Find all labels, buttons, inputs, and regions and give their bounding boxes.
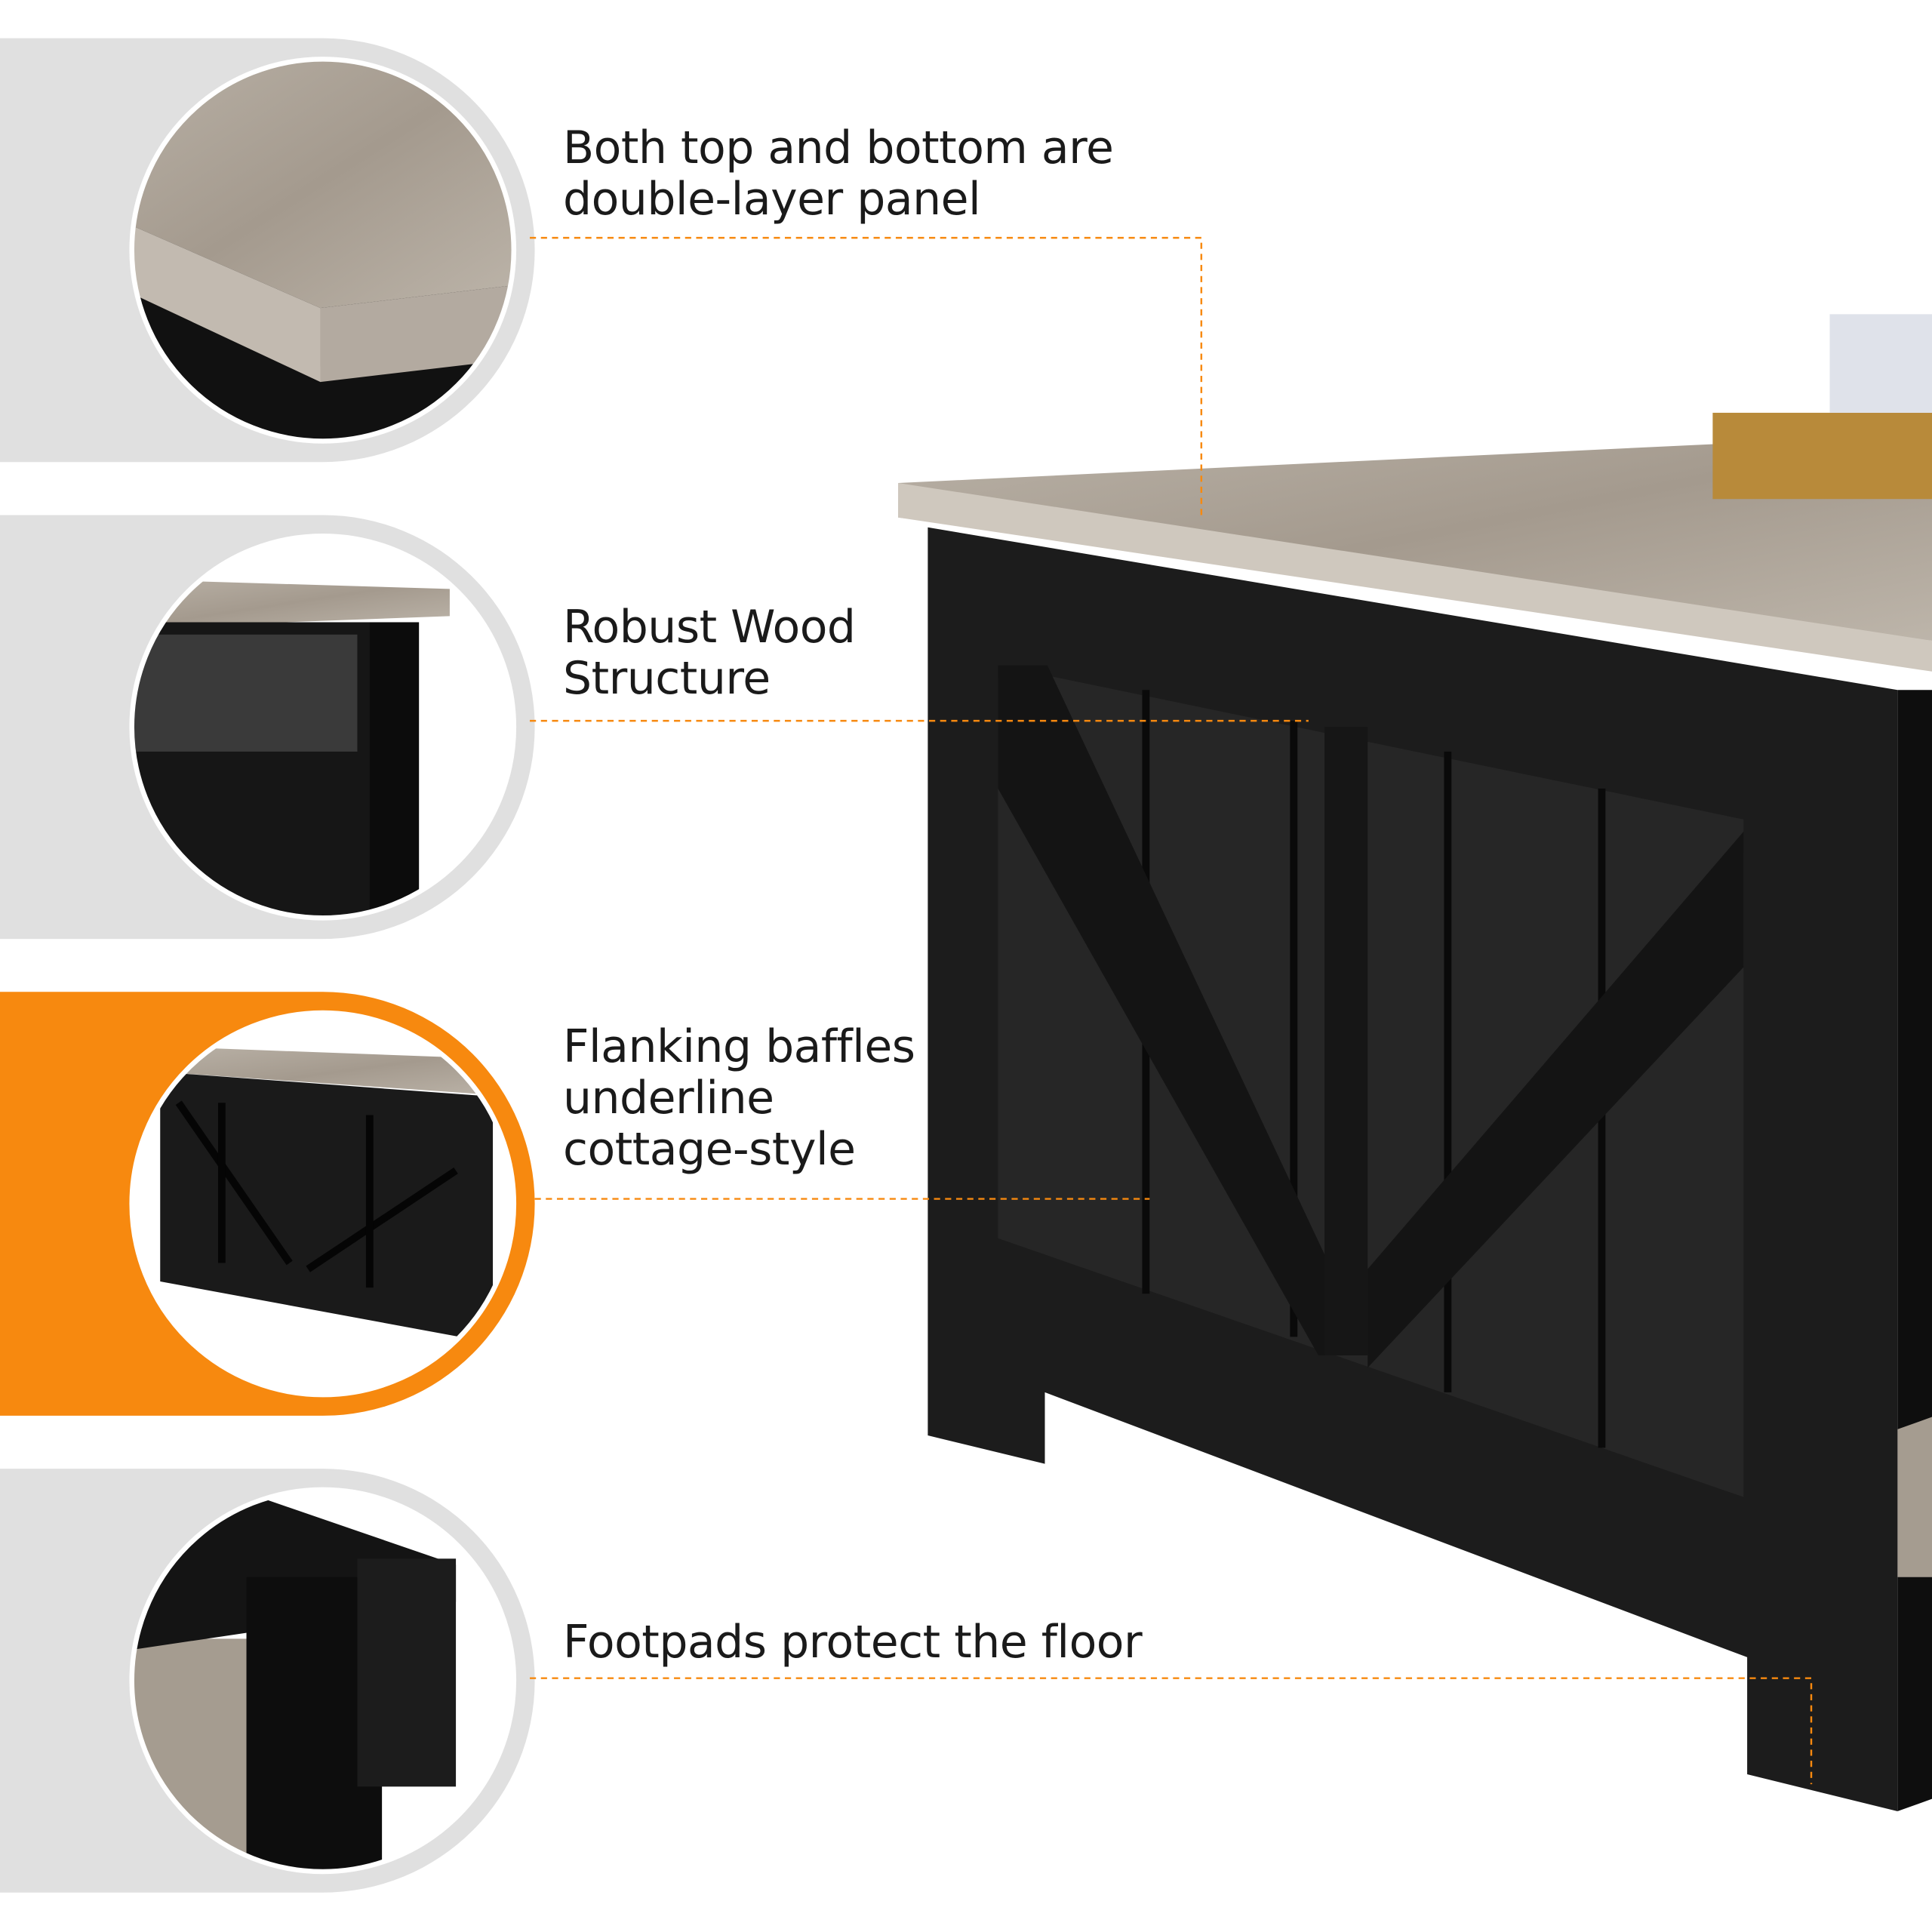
label-line: Robust Wood: [563, 601, 856, 654]
label-line: underline: [563, 1072, 774, 1124]
detail-photo-panel: [131, 59, 514, 441]
feature-label-flanking-baffles: Flanking baffles underline cottage-style: [563, 1021, 915, 1175]
label-line: Footpads protect the floor: [563, 1616, 1143, 1669]
label-line: cottage-style: [563, 1123, 856, 1176]
label-line: Flanking baffles: [563, 1020, 915, 1073]
label-line: Both top and bottom are: [563, 122, 1114, 174]
label-line: double-layer panel: [563, 173, 981, 226]
label-line: Structure: [563, 652, 771, 705]
feature-label-footpads: Footpads protect the floor: [563, 1616, 1143, 1669]
feature-label-double-layer-panel: Both top and bottom are double-layer pan…: [563, 122, 1114, 226]
detail-photo-footpad: [131, 1489, 514, 1872]
coffee-table: [898, 314, 1932, 1812]
detail-photo-baffles: [131, 1013, 514, 1395]
detail-photo-structure: [131, 536, 514, 918]
feature-label-wood-structure: Robust Wood Structure: [563, 601, 856, 704]
